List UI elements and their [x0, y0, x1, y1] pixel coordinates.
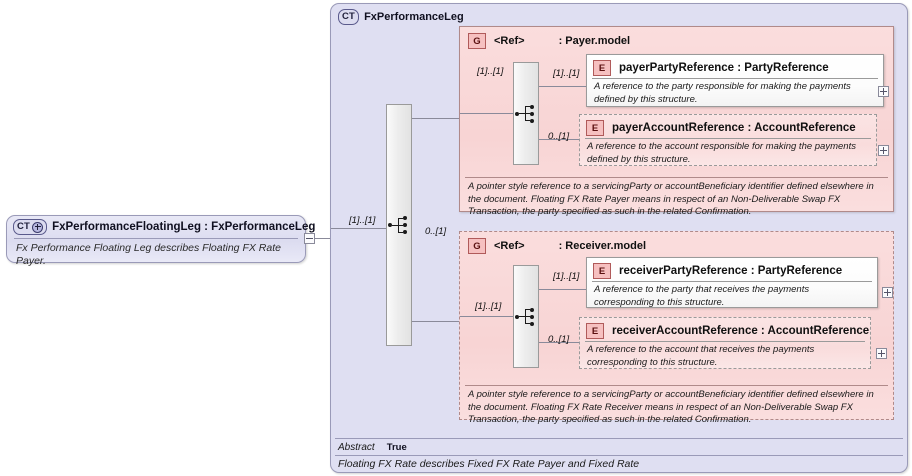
cardinality-root-to-sequence: [1]..[1]	[349, 215, 376, 226]
root-node-header: CT FxPerformanceFloatingLeg : FxPerforma…	[7, 216, 315, 238]
sequence-icon	[515, 307, 537, 326]
plus-circle-icon[interactable]	[32, 221, 44, 233]
container-ct-badge: CT	[338, 9, 360, 25]
connector-payer-to-account	[539, 139, 579, 140]
connector-into-payer-sequence	[460, 113, 513, 114]
element-badge: E	[593, 263, 611, 279]
element-payer-party-reference[interactable]: E payerPartyReference : PartyReference A…	[586, 54, 884, 107]
root-node-documentation: Fx Performance Floating Leg describes Fl…	[16, 242, 281, 268]
element-receiver-party-reference[interactable]: E receiverPartyReference : PartyReferenc…	[586, 257, 878, 308]
receiver-group-name: : Receiver.model	[558, 240, 647, 252]
cardinality-receiver-party: [1]..[1]	[553, 271, 580, 282]
ct-badge-label: CT	[17, 221, 31, 233]
container-footer-divider-bottom	[335, 455, 903, 456]
connector-sequence-to-payer	[412, 118, 459, 119]
element-divider	[585, 341, 865, 342]
group-badge: G	[468, 238, 486, 254]
connector-into-main-sequence	[331, 228, 386, 229]
element-documentation: A reference to the party that receives t…	[594, 284, 810, 308]
payer-group-divider	[465, 177, 888, 178]
element-receiver-account-reference[interactable]: E receiverAccountReference : AccountRefe…	[579, 317, 871, 369]
cardinality-receiver-sequence-in: [1]..[1]	[475, 301, 502, 312]
receiver-group-divider	[465, 385, 888, 386]
container-title: FxPerformanceLeg	[364, 11, 464, 23]
container-footer-divider-top	[335, 438, 903, 439]
expand-payer-party-toggle[interactable]	[878, 86, 889, 97]
element-divider	[585, 138, 871, 139]
cardinality-sequence-to-receiver: 0..[1]	[425, 226, 447, 237]
container-header: CT FxPerformanceLeg	[338, 9, 464, 25]
expand-payer-account-toggle[interactable]	[878, 145, 889, 156]
sequence-icon	[388, 216, 410, 234]
expand-receiver-account-toggle[interactable]	[876, 348, 887, 359]
receiver-group-documentation: A pointer style reference to a servicing…	[468, 389, 874, 426]
abstract-row: Abstract True	[338, 440, 900, 454]
payer-group-ref: <Ref>	[494, 35, 525, 47]
connector-root-to-container	[315, 238, 331, 239]
root-collapse-toggle[interactable]	[304, 233, 315, 244]
element-payer-account-reference[interactable]: E payerAccountReference : AccountReferen…	[579, 114, 877, 166]
element-name: payerPartyReference : PartyReference	[619, 62, 829, 74]
abstract-label: Abstract	[338, 441, 375, 453]
element-divider	[592, 281, 872, 282]
sequence-icon	[515, 104, 537, 123]
element-documentation: A reference to the party responsible for…	[594, 81, 851, 105]
abstract-value: True	[386, 441, 407, 453]
element-name: receiverAccountReference : AccountRefere…	[612, 325, 870, 337]
element-divider	[592, 78, 878, 79]
cardinality-payer-account: 0..[1]	[548, 131, 570, 142]
complex-type-badge: CT	[13, 219, 48, 235]
payer-group-header: G <Ref> : Payer.model	[468, 33, 630, 49]
sequence-compositor-payer[interactable]	[513, 62, 539, 165]
connector-receiver-to-account	[539, 342, 579, 343]
cardinality-payer-party: [1]..[1]	[553, 68, 580, 79]
cardinality-receiver-account: 0..[1]	[548, 334, 570, 345]
element-header: E payerPartyReference : PartyReference	[593, 60, 829, 76]
receiver-group-header: G <Ref> : Receiver.model	[468, 238, 646, 254]
payer-group-documentation: A pointer style reference to a servicing…	[468, 181, 874, 218]
sequence-compositor-receiver[interactable]	[513, 265, 539, 368]
root-node-title: FxPerformanceFloatingLeg : FxPerformance…	[52, 221, 316, 233]
element-name: payerAccountReference : AccountReference	[612, 122, 856, 134]
element-documentation: A reference to the account that receives…	[587, 344, 815, 368]
cardinality-payer-sequence-in: [1]..[1]	[477, 66, 504, 77]
connector-receiver-to-party	[539, 289, 586, 290]
payer-group-name: : Payer.model	[558, 35, 631, 47]
element-badge: E	[593, 60, 611, 76]
element-badge: E	[586, 120, 604, 136]
element-header: E payerAccountReference : AccountReferen…	[586, 120, 856, 136]
group-badge: G	[468, 33, 486, 49]
element-documentation: A reference to the account responsible f…	[587, 141, 856, 165]
root-type-node[interactable]: CT FxPerformanceFloatingLeg : FxPerforma…	[6, 215, 315, 267]
expand-receiver-party-toggle[interactable]	[882, 287, 893, 298]
receiver-group-ref: <Ref>	[494, 240, 525, 252]
element-badge: E	[586, 323, 604, 339]
element-header: E receiverPartyReference : PartyReferenc…	[593, 263, 842, 279]
connector-into-receiver-sequence	[460, 316, 513, 317]
root-node-divider	[14, 238, 298, 239]
element-name: receiverPartyReference : PartyReference	[619, 265, 843, 277]
sequence-compositor-main[interactable]	[386, 104, 412, 346]
connector-payer-to-party	[539, 86, 586, 87]
connector-sequence-to-receiver	[412, 321, 459, 322]
element-header: E receiverAccountReference : AccountRefe…	[586, 323, 869, 339]
container-documentation: Floating FX Rate describes Fixed FX Rate…	[338, 457, 640, 470]
